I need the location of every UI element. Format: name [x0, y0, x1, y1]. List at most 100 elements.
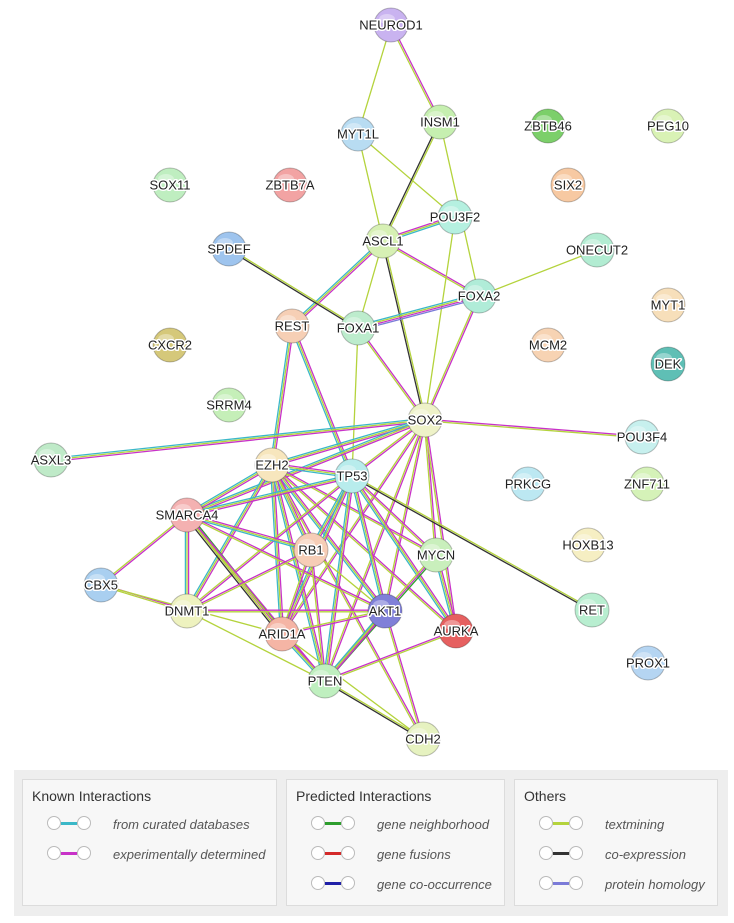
node-zbtb7a[interactable]: ZBTB7A — [264, 167, 316, 203]
node-highlight — [556, 174, 572, 184]
node-circle[interactable] — [650, 287, 686, 323]
node-circle[interactable] — [334, 458, 370, 494]
node-foxa2[interactable]: FOXA2 — [456, 278, 502, 314]
node-circle[interactable] — [650, 346, 686, 382]
node-highlight — [175, 600, 191, 610]
node-circle[interactable] — [340, 116, 376, 152]
legend-swatch-coexpression — [539, 846, 583, 862]
node-circle[interactable] — [530, 327, 566, 363]
node-highlight — [175, 504, 191, 514]
edge-line-textmining — [352, 474, 593, 610]
node-six2[interactable]: SIX2 — [550, 167, 586, 203]
node-rest[interactable]: REST — [273, 308, 311, 344]
node-circle[interactable] — [550, 167, 586, 203]
node-circle[interactable] — [272, 167, 308, 203]
node-smarca4[interactable]: SMARCA4 — [154, 497, 220, 533]
node-hoxb13[interactable]: HOXB13 — [561, 527, 615, 563]
node-tp53[interactable]: TP53 — [334, 458, 370, 494]
node-label: PRKCG — [505, 477, 551, 492]
node-spdef[interactable]: SPDEF — [206, 231, 252, 267]
node-circle[interactable] — [510, 466, 546, 502]
node-highlight — [371, 230, 387, 240]
node-circle[interactable] — [152, 327, 188, 363]
node-ascl1[interactable]: ASCL1 — [361, 223, 405, 259]
node-circle[interactable] — [293, 532, 329, 568]
node-circle[interactable] — [579, 232, 615, 268]
node-ret[interactable]: RET — [574, 592, 610, 628]
node-dnmt1[interactable]: DNMT1 — [163, 593, 211, 629]
node-myt1[interactable]: MYT1 — [649, 287, 687, 323]
node-circle[interactable] — [629, 466, 665, 502]
edge-line-textmining — [357, 294, 479, 328]
node-srrm4[interactable]: SRRM4 — [205, 387, 253, 423]
node-insm1[interactable]: INSM1 — [419, 104, 461, 140]
node-cbx5[interactable]: CBX5 — [83, 567, 119, 603]
node-asxl3[interactable]: ASXL3 — [29, 442, 73, 478]
node-pten[interactable]: PTEN — [306, 663, 344, 699]
node-circle[interactable] — [264, 616, 300, 652]
node-circle[interactable] — [307, 663, 343, 699]
node-circle[interactable] — [438, 613, 474, 649]
node-circle[interactable] — [373, 7, 409, 43]
node-circle[interactable] — [422, 104, 458, 140]
node-peg10[interactable]: PEG10 — [646, 108, 690, 144]
node-circle[interactable] — [367, 593, 403, 629]
node-circle[interactable] — [650, 108, 686, 144]
node-circle[interactable] — [169, 497, 205, 533]
edge-line-curated — [349, 476, 385, 612]
node-circle[interactable] — [624, 419, 660, 455]
node-circle[interactable] — [211, 231, 247, 267]
node-sox11[interactable]: SOX11 — [148, 167, 192, 203]
node-circle[interactable] — [530, 108, 566, 144]
node-circle[interactable] — [405, 721, 441, 757]
node-circle[interactable] — [437, 199, 473, 235]
node-neurod1[interactable]: NEUROD1 — [358, 7, 424, 43]
node-znf711[interactable]: ZNF711 — [623, 466, 672, 502]
node-onecut2[interactable]: ONECUT2 — [564, 232, 630, 268]
node-label: AKT1 — [369, 604, 402, 619]
node-circle[interactable] — [574, 592, 610, 628]
legend-swatch-curated — [47, 816, 91, 832]
node-circle[interactable] — [630, 645, 666, 681]
node-circle[interactable] — [211, 387, 247, 423]
edge-line-curated — [50, 417, 425, 460]
node-dek[interactable]: DEK — [650, 346, 686, 382]
edge-sox2-asxl3 — [50, 417, 426, 463]
node-cxcr2[interactable]: CXCR2 — [146, 327, 194, 363]
node-akt1[interactable]: AKT1 — [367, 593, 403, 629]
edge-line-experimental — [187, 465, 274, 613]
node-rb1[interactable]: RB1 — [293, 532, 329, 568]
node-mcm2[interactable]: MCM2 — [527, 327, 569, 363]
node-zbtb46[interactable]: ZBTB46 — [523, 108, 573, 144]
node-pou3f2[interactable]: POU3F2 — [428, 199, 482, 235]
edge-line-textmining — [351, 475, 457, 632]
node-ezh2[interactable]: EZH2 — [254, 447, 290, 483]
node-circle[interactable] — [340, 310, 376, 346]
node-pou3f4[interactable]: POU3F4 — [615, 419, 669, 455]
node-circle[interactable] — [83, 567, 119, 603]
node-foxa1[interactable]: FOXA1 — [335, 310, 381, 346]
node-prkcg[interactable]: PRKCG — [503, 466, 553, 502]
node-aurka[interactable]: AURKA — [432, 613, 480, 649]
node-circle[interactable] — [570, 527, 606, 563]
node-circle[interactable] — [33, 442, 69, 478]
node-circle[interactable] — [152, 167, 188, 203]
node-arid1a[interactable]: ARID1A — [257, 616, 307, 652]
node-circle[interactable] — [407, 402, 443, 438]
node-mycn[interactable]: MYCN — [415, 537, 457, 573]
edge-akt1-cdh2 — [383, 610, 425, 740]
node-label: SOX11 — [150, 178, 191, 193]
node-circle[interactable] — [461, 278, 497, 314]
edge-line-textmining — [271, 419, 426, 466]
node-circle[interactable] — [254, 447, 290, 483]
node-circle[interactable] — [418, 537, 454, 573]
node-label: SIX2 — [554, 178, 582, 193]
node-prox1[interactable]: PROX1 — [624, 645, 672, 681]
legend-swatch-fusion — [311, 846, 355, 862]
node-myt1l[interactable]: MYT1L — [336, 116, 380, 152]
node-circle[interactable] — [169, 593, 205, 629]
node-sox2[interactable]: SOX2 — [406, 402, 444, 438]
node-circle[interactable] — [365, 223, 401, 259]
node-circle[interactable] — [274, 308, 310, 344]
node-cdh2[interactable]: CDH2 — [404, 721, 442, 757]
